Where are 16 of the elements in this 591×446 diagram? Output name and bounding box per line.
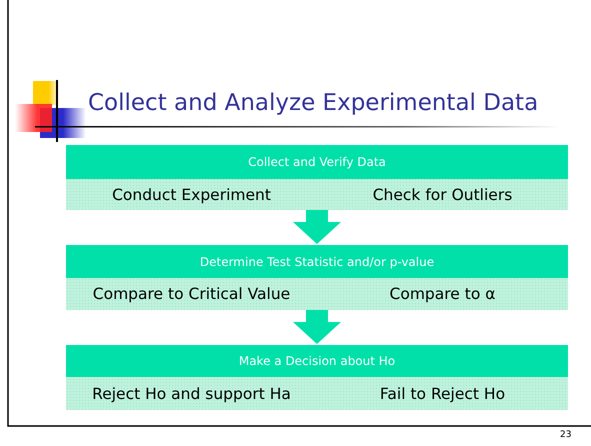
page-number: 23 [560, 430, 572, 440]
step-cell: Reject Ho and support Ha [66, 377, 317, 410]
step-cell: Compare to α [317, 278, 568, 310]
step-cell: Compare to Critical Value [66, 278, 317, 310]
stage-heading: Determine Test Statistic and/or p-value [200, 254, 434, 268]
step-cell: Conduct Experiment [66, 179, 317, 210]
stage-heading: Make a Decision about Ho [238, 354, 396, 368]
stage-heading: Collect and Verify Data [248, 155, 386, 169]
step-cell: Fail to Reject Ho [317, 377, 568, 410]
block-arrow [293, 210, 341, 244]
step-cell: Check for Outliers [317, 179, 568, 210]
stage-block [66, 345, 568, 410]
stage-block [66, 145, 568, 210]
slide-title: Collect and Analyze Experimental Data [88, 90, 538, 116]
stage-block [66, 245, 568, 310]
block-arrow [293, 310, 341, 344]
